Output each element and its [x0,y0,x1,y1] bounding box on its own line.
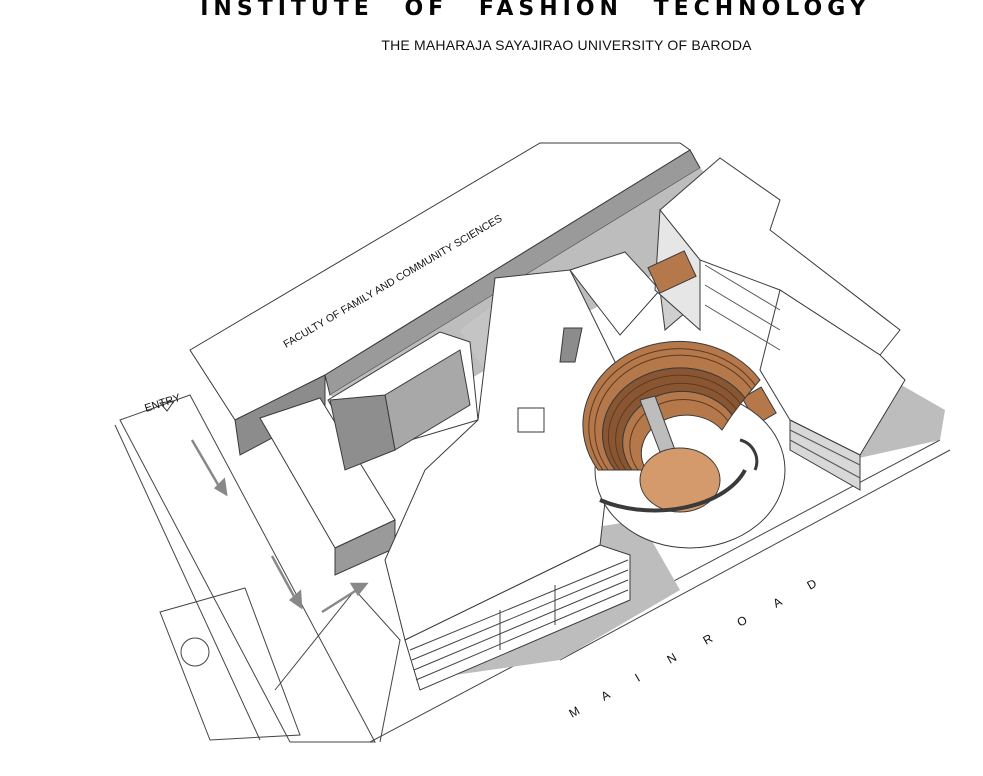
entry-marker-icon [159,400,176,412]
road-letter: A [771,594,785,610]
road-letter: M [567,703,583,720]
access-arrows [190,439,369,614]
road-letter: R [701,631,716,648]
road-letter: N [665,650,680,666]
main-building [259,251,701,691]
east-wing [647,157,945,491]
road-letter: A [599,687,613,703]
road-letter: D [805,576,820,593]
site-ground [114,394,951,743]
page-subtitle: THE MAHARAJA SAYAJIRAO UNIVERSITY OF BAR… [381,37,752,53]
amphitheatre [582,340,786,549]
road-letter: O [735,613,750,630]
page-title: INSTITUTE OF FASHION TECHNOLOGY [200,0,871,21]
road-letter: I [633,671,643,685]
